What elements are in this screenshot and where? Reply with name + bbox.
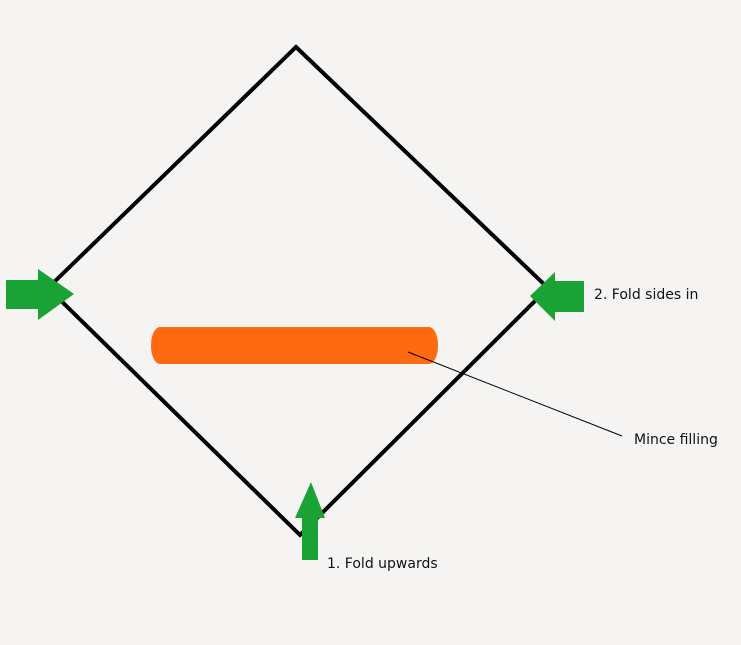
left-arrow-icon [530,272,584,321]
up-arrow-icon [295,482,325,560]
mince-filling [151,327,438,364]
fold-upwards-label: 1. Fold upwards [327,556,438,572]
pastry-outline [45,44,551,538]
right-arrow-icon [6,269,74,320]
fold-sides-label: 2. Fold sides in [594,287,698,303]
filling-leader-line [407,351,623,437]
mince-filling-label: Mince filling [634,432,718,448]
